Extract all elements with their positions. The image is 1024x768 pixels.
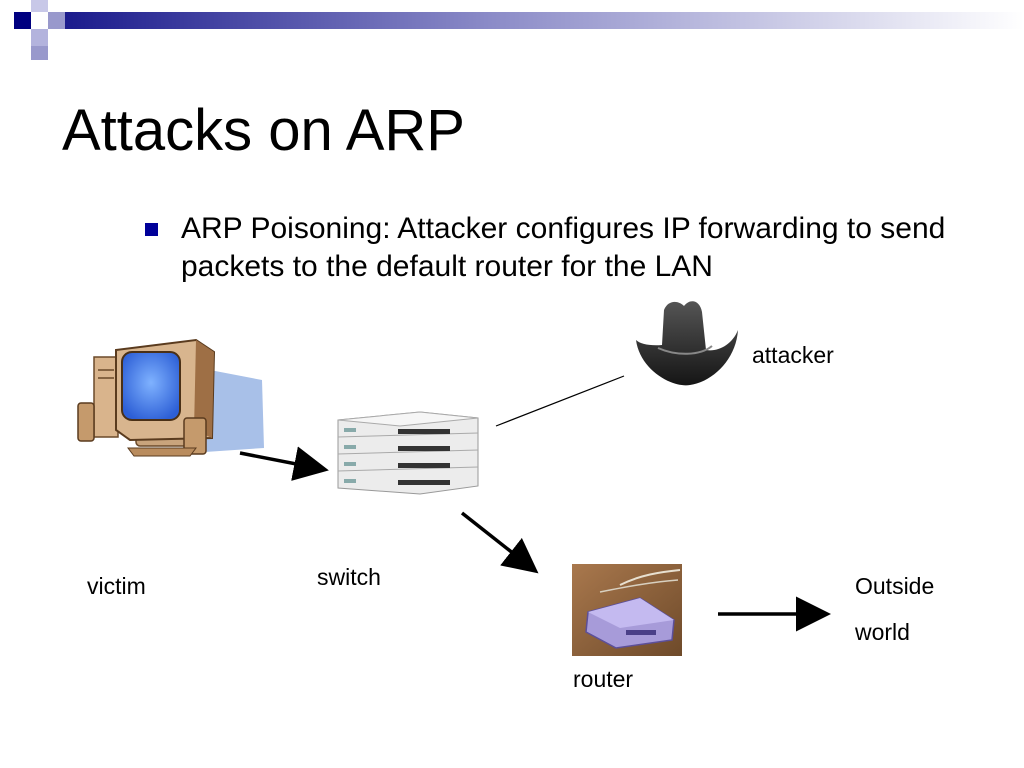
victim-to-switch-arrow [239,446,329,481]
header-decoration [14,0,1024,60]
outside-world-label-line1: Outside [855,573,935,599]
header-square [48,12,65,29]
header-gradient-bar [60,12,1024,29]
header-square [31,46,48,60]
computer-icon [77,338,264,457]
attacker-label: attacker [752,342,834,368]
bullet-square-icon [145,223,158,236]
victim-label: victim [87,573,146,599]
header-square [14,29,31,46]
bullet-text: ARP Poisoning: Attacker configures IP fo… [181,212,946,283]
attacker-link-line [495,375,625,427]
switch-to-router-arrow [460,511,539,574]
slide-title: Attacks on ARP [62,98,465,163]
router-icon [572,564,682,656]
cowboy-hat-icon [630,296,740,388]
switch-icon [334,405,480,500]
outside-world-label-line2: world [855,619,910,645]
header-square [31,29,48,46]
header-square [31,0,48,12]
router-label: router [573,666,634,692]
header-square [14,12,31,29]
switch-label: switch [317,564,381,590]
